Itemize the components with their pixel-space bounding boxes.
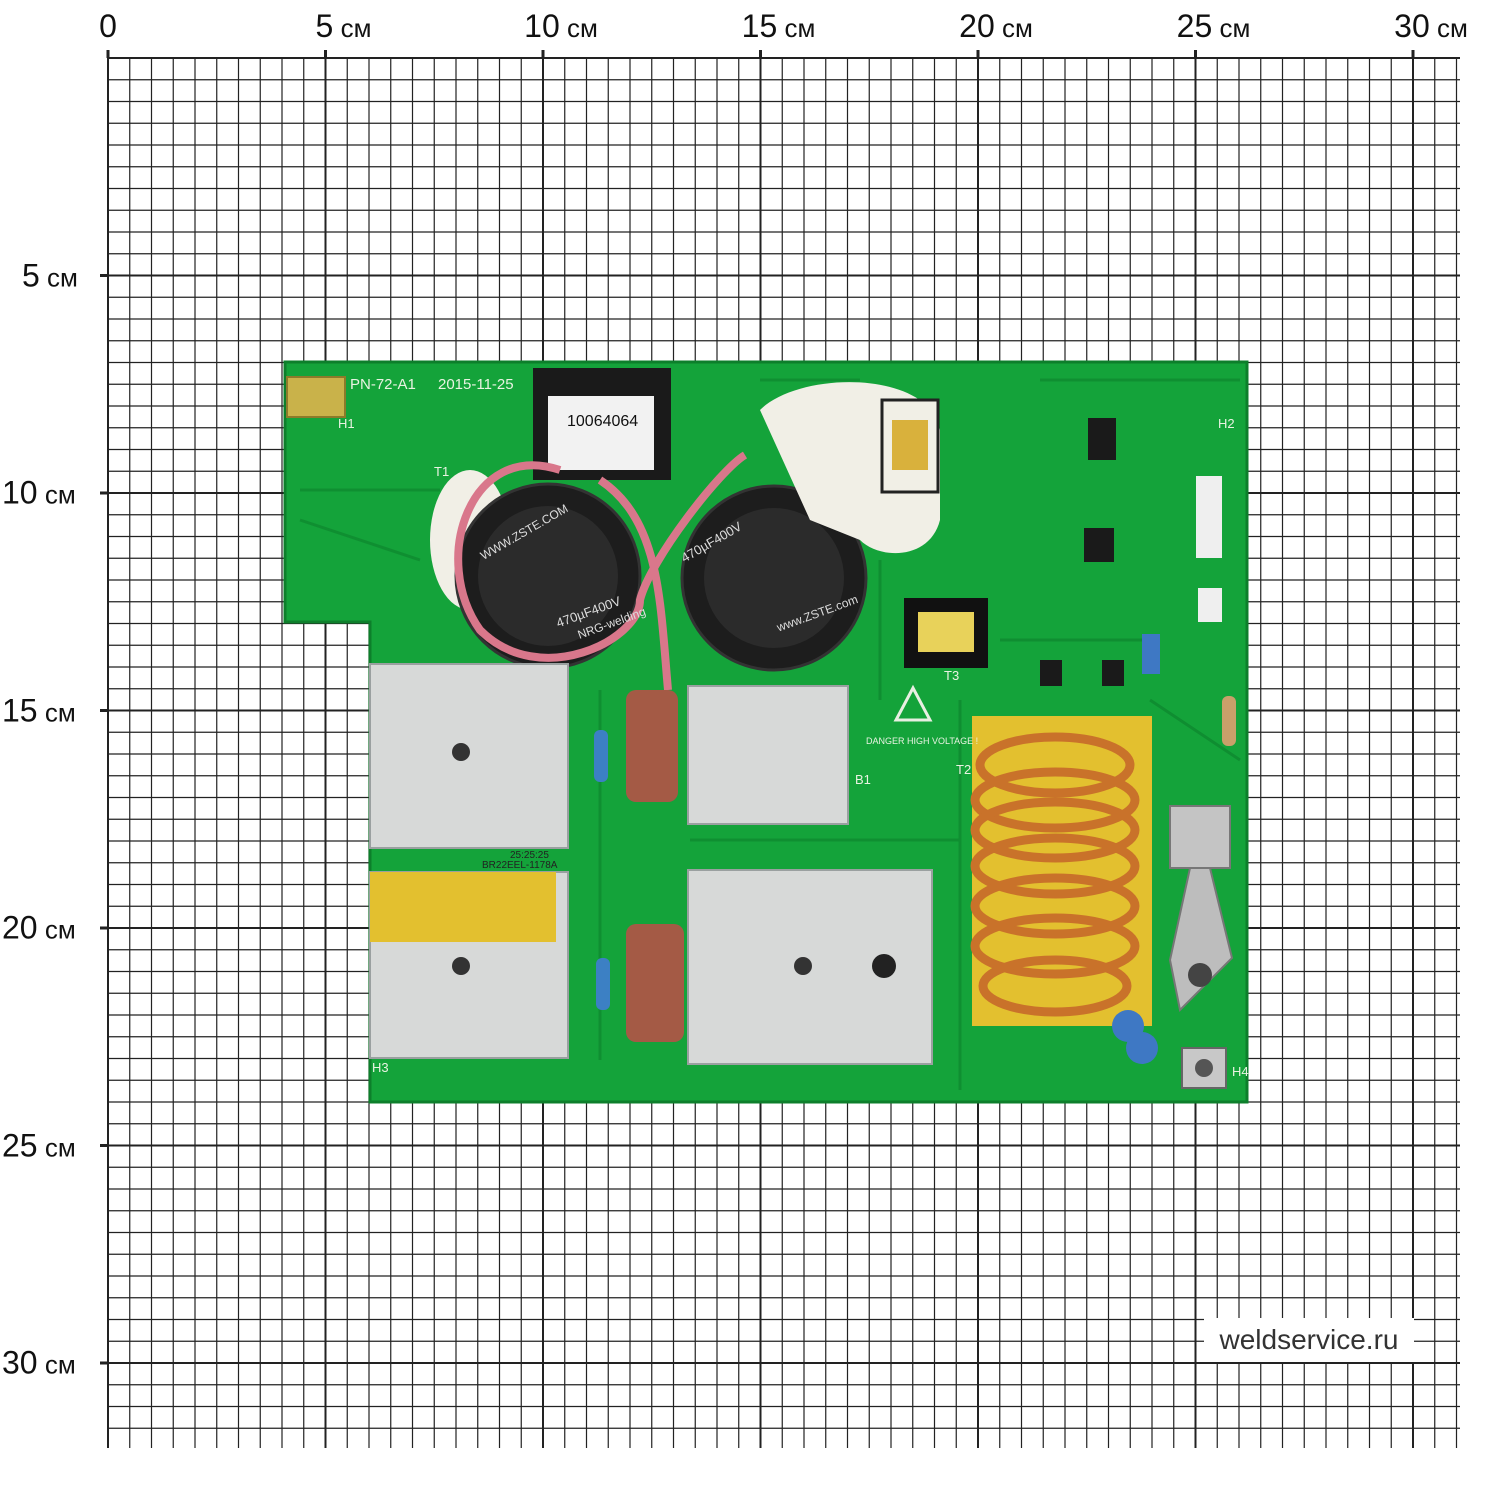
- top-ruler-label: 20 см: [959, 8, 1033, 44]
- silk-t3: T3: [944, 668, 959, 683]
- film-capacitor-lower: [626, 924, 684, 1042]
- top-ruler-label: 5 см: [315, 8, 372, 44]
- pink-wire-2: [597, 476, 672, 691]
- board-model: PN-72-A1: [350, 376, 416, 393]
- high-voltage-warning-icon: [893, 684, 933, 722]
- silk-h3: H3: [372, 1060, 389, 1075]
- silk-h2: H2: [1218, 416, 1235, 431]
- transformer-label-bottom: BR22EEL-1178A: [482, 860, 558, 871]
- ceramic-capacitor-2: [1126, 1032, 1158, 1064]
- pcb-traces: [299, 378, 1241, 1090]
- mounting-pad-h1: [286, 376, 346, 418]
- top-ruler-label: 25 см: [1176, 8, 1251, 44]
- transformer-label-top: 25:25:25: [510, 850, 549, 861]
- top-ruler-label: 30 см: [1394, 8, 1468, 44]
- sticker-number: 10064064: [567, 413, 638, 430]
- silk-t2: T2: [956, 762, 971, 777]
- left-ruler-label: 25 см: [2, 1127, 76, 1163]
- mounting-hole-h4: [1195, 1059, 1213, 1077]
- top-ruler-label: 10 см: [524, 8, 598, 44]
- silk-h1: H1: [338, 416, 355, 431]
- silk-b1: B1: [855, 772, 871, 787]
- bulk-capacitor-left: [430, 470, 642, 670]
- warning-text: DANGER HIGH VOLTAGE !: [866, 736, 978, 746]
- bulk-capacitor-right: [680, 484, 868, 672]
- top-ruler-label: 15 см: [741, 8, 816, 44]
- film-capacitor-upper: [626, 690, 678, 802]
- mounting-pad-h4: [1181, 1047, 1227, 1089]
- silk-t1: T1: [434, 464, 449, 479]
- left-ruler-label: 20 см: [2, 909, 76, 946]
- board-date: 2015-11-25: [438, 376, 514, 393]
- heatsink-center-upper: [687, 685, 849, 825]
- top-ruler-label: 0: [99, 8, 117, 44]
- pink-wire: [454, 451, 748, 662]
- left-ruler-label: 5 см: [22, 257, 78, 293]
- output-transformer-windings: [970, 732, 1140, 1017]
- watermark: weldservice.ru: [1204, 1318, 1414, 1362]
- left-ruler-label: 30 см: [2, 1344, 76, 1381]
- output-terminal: [1169, 805, 1231, 869]
- control-circuit-area: [1040, 418, 1222, 686]
- resistors: [594, 696, 1236, 1010]
- left-ruler-label: 15 см: [2, 692, 76, 728]
- left-ruler-label: 10 см: [2, 474, 76, 511]
- silk-h4: H4: [1232, 1064, 1249, 1079]
